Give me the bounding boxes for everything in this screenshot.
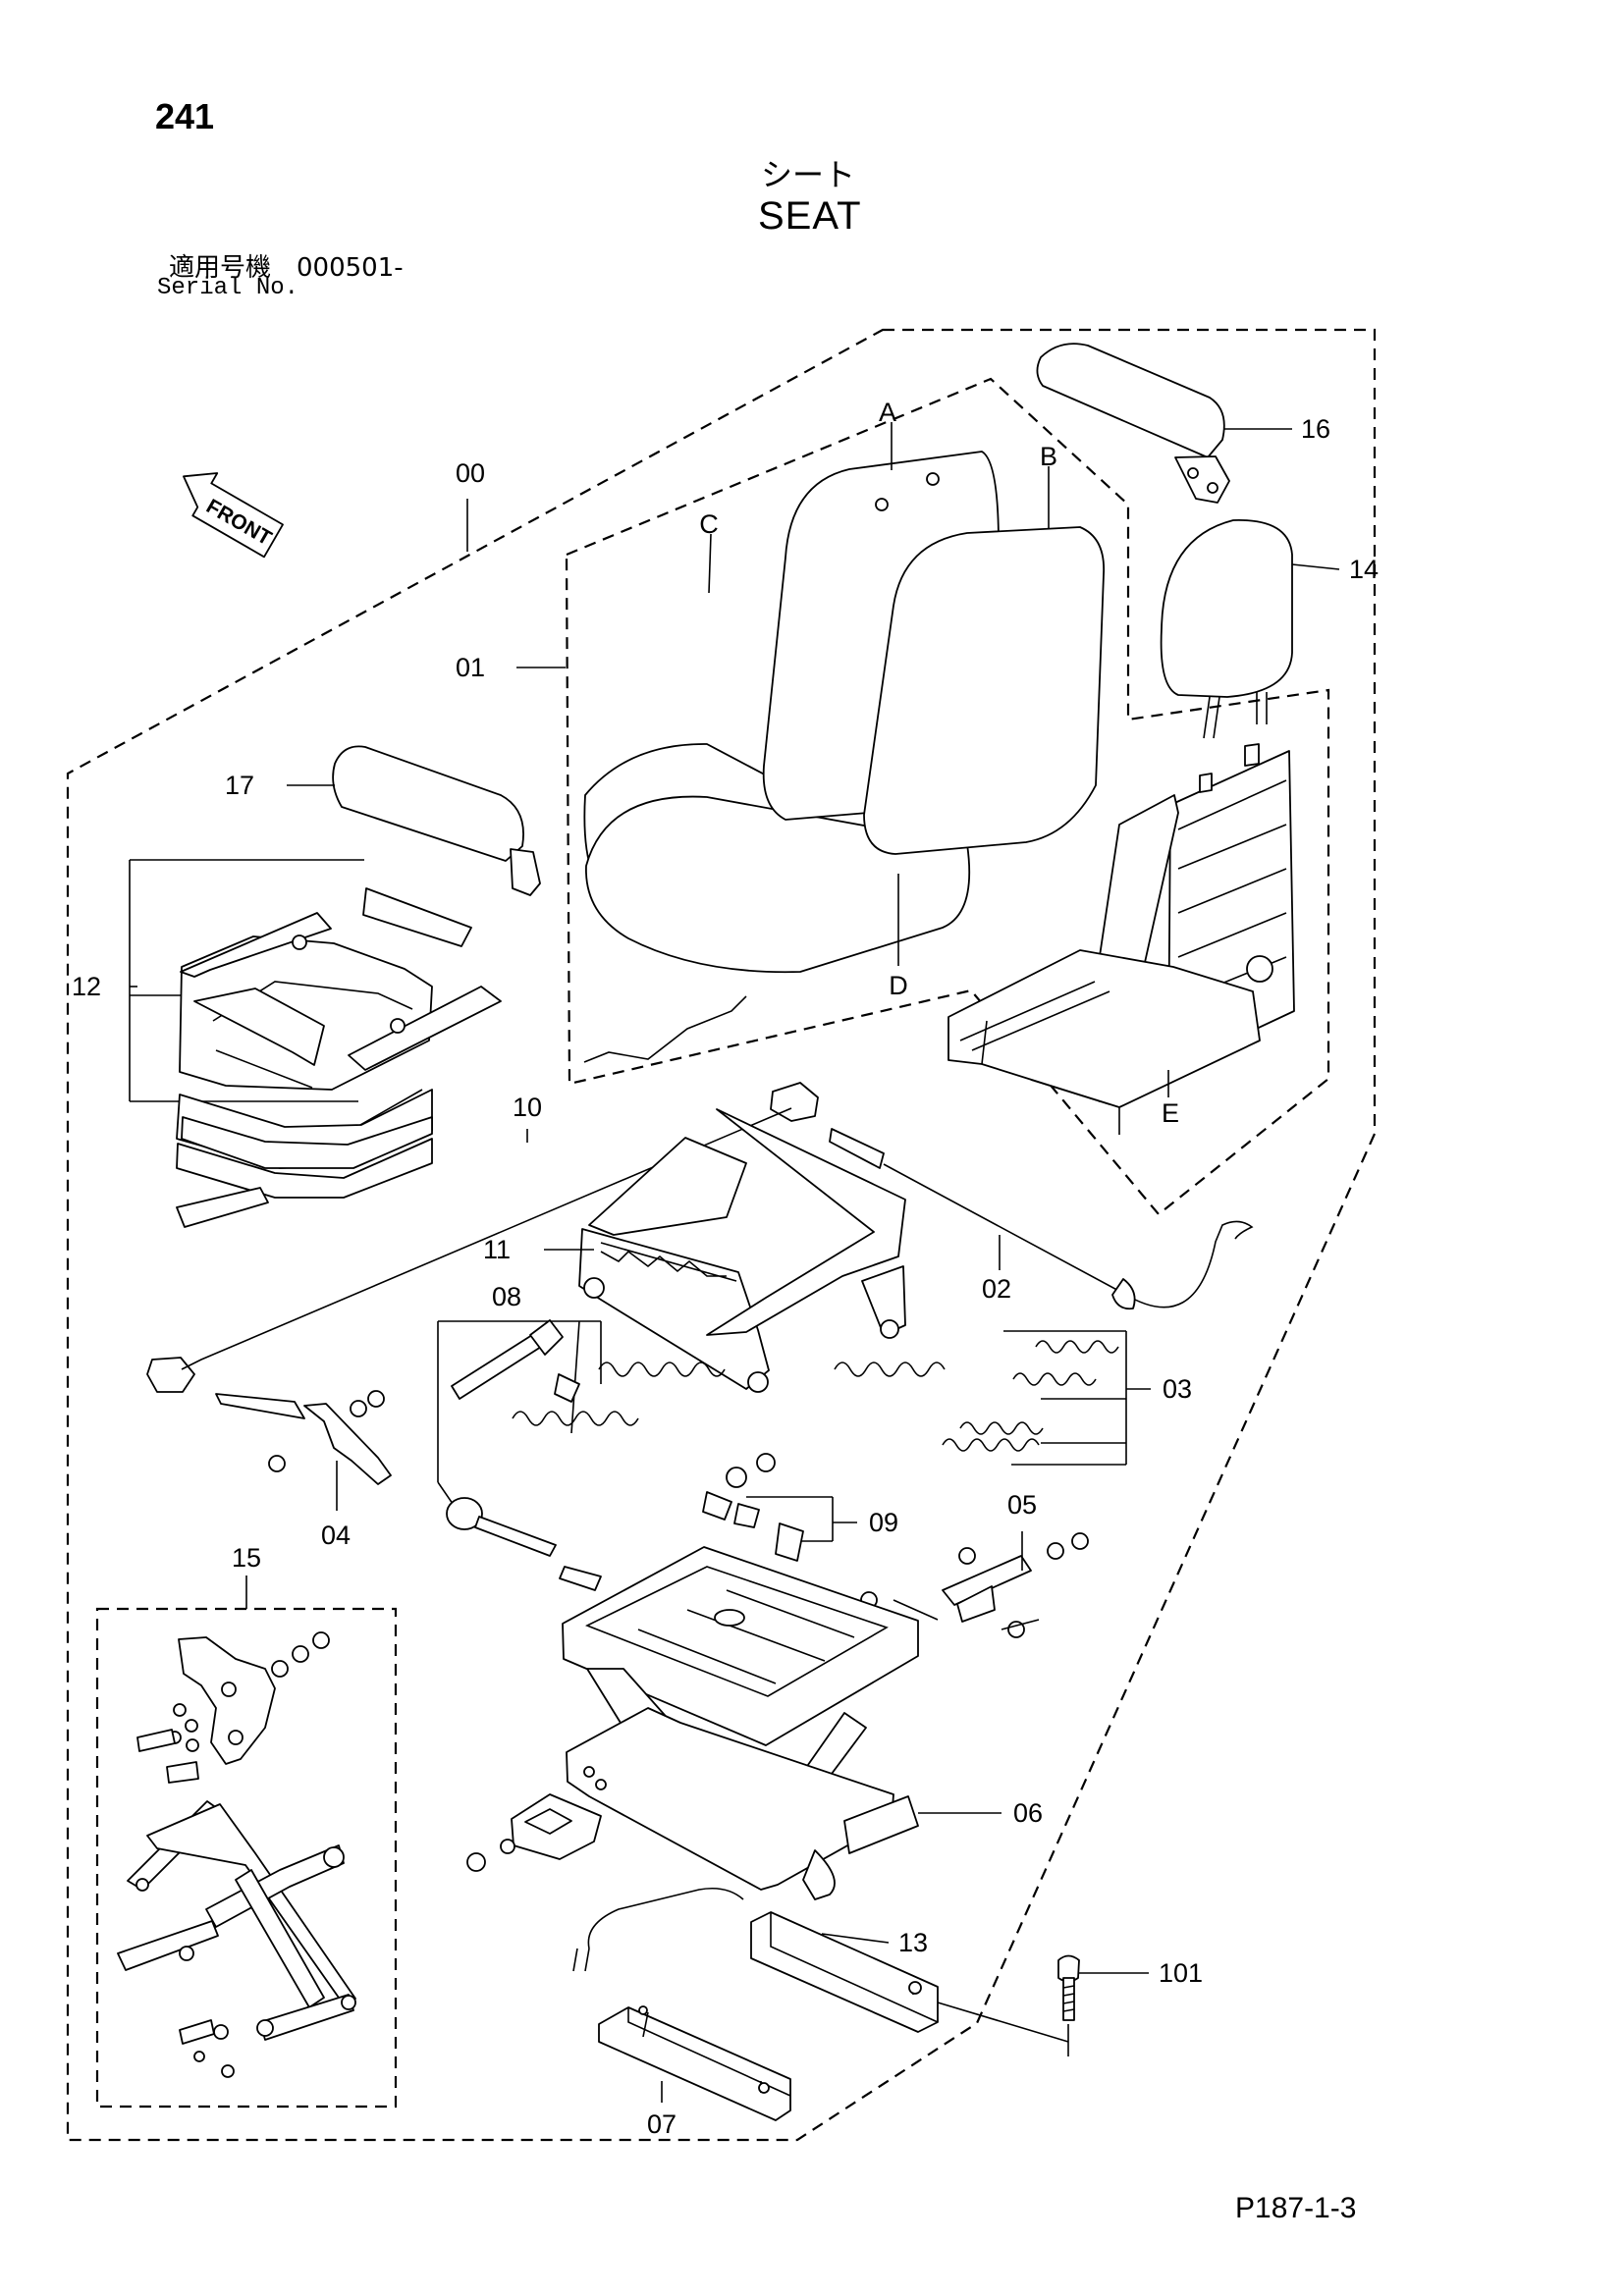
headrest-part [1160,519,1293,739]
item-08-bracket [437,1320,602,1518]
armrest-right-part [1036,343,1230,504]
seat-frame-part [947,743,1295,1135]
backrest-part [762,451,1105,855]
callout-08: 08 [492,1282,521,1311]
callout-14: 14 [1349,555,1379,584]
serial-number-label: Serial No. [157,275,299,301]
seat-assembly-boundary [66,328,1377,2142]
callout-e: E [1162,1098,1179,1128]
leader-lines [130,422,1340,2103]
callout-02: 02 [982,1274,1011,1304]
bolt-101-part [1057,1954,1080,2056]
callout-d: D [889,971,908,1000]
callout-12: 12 [72,972,101,1001]
callout-17: 17 [225,771,254,800]
item-03-bracket [1003,1330,1127,1466]
slide-rail-part [578,1108,906,1393]
control-cable-part [829,1128,1254,1310]
callout-07: 07 [647,2109,677,2139]
front-arrow-icon: FRONT [183,472,284,559]
spring-08-part [451,1319,726,1426]
callout-01: 01 [456,653,485,682]
callout-16: 16 [1301,414,1330,444]
callout-11: 11 [483,1235,511,1264]
callout-05: 05 [1007,1490,1037,1520]
callout-c: C [699,509,719,539]
rail-13-part [572,1887,939,2033]
connector-part [146,1082,819,1393]
lever-04-part [215,1390,392,1485]
armrest-left-part [332,745,541,896]
rail-07-part [598,2005,791,2121]
callout-b: B [1040,442,1057,471]
item-15-parts [117,1631,356,2078]
callout-15: 15 [232,1543,261,1573]
item-12-bracket [129,859,364,1102]
callout-06: 06 [1013,1798,1043,1828]
adjuster-knob-part [446,1497,602,1591]
callout-03: 03 [1163,1374,1192,1404]
serial-number-japanese: 適用号機 000501- [169,253,404,283]
figure-code: P187-1-3 [1235,2192,1357,2224]
scissor-lift-part [466,1546,919,1900]
page-number: 241 [155,96,215,136]
hardware-05-part [860,1532,1089,1638]
callout-13: 13 [898,1928,928,1957]
page-title-japanese: シート [761,156,856,193]
seat-plate-part [176,887,502,1228]
cushion-group-boundary [565,377,1330,1216]
hardware-09-part [702,1453,804,1562]
callout-00: 00 [456,458,485,488]
page-title: SEAT [758,194,862,238]
callout-09: 09 [869,1508,898,1537]
callout-10: 10 [513,1093,542,1122]
spring-03-part [834,1340,1119,1452]
callout-04: 04 [321,1521,351,1550]
callout-labels: 00 01 A B C D E 16 14 17 12 10 11 08 02 03 04 09 05 15 06 13 1… [72,398,1379,2139]
callout-101: 101 [1159,1958,1203,1988]
callout-a: A [879,398,896,427]
